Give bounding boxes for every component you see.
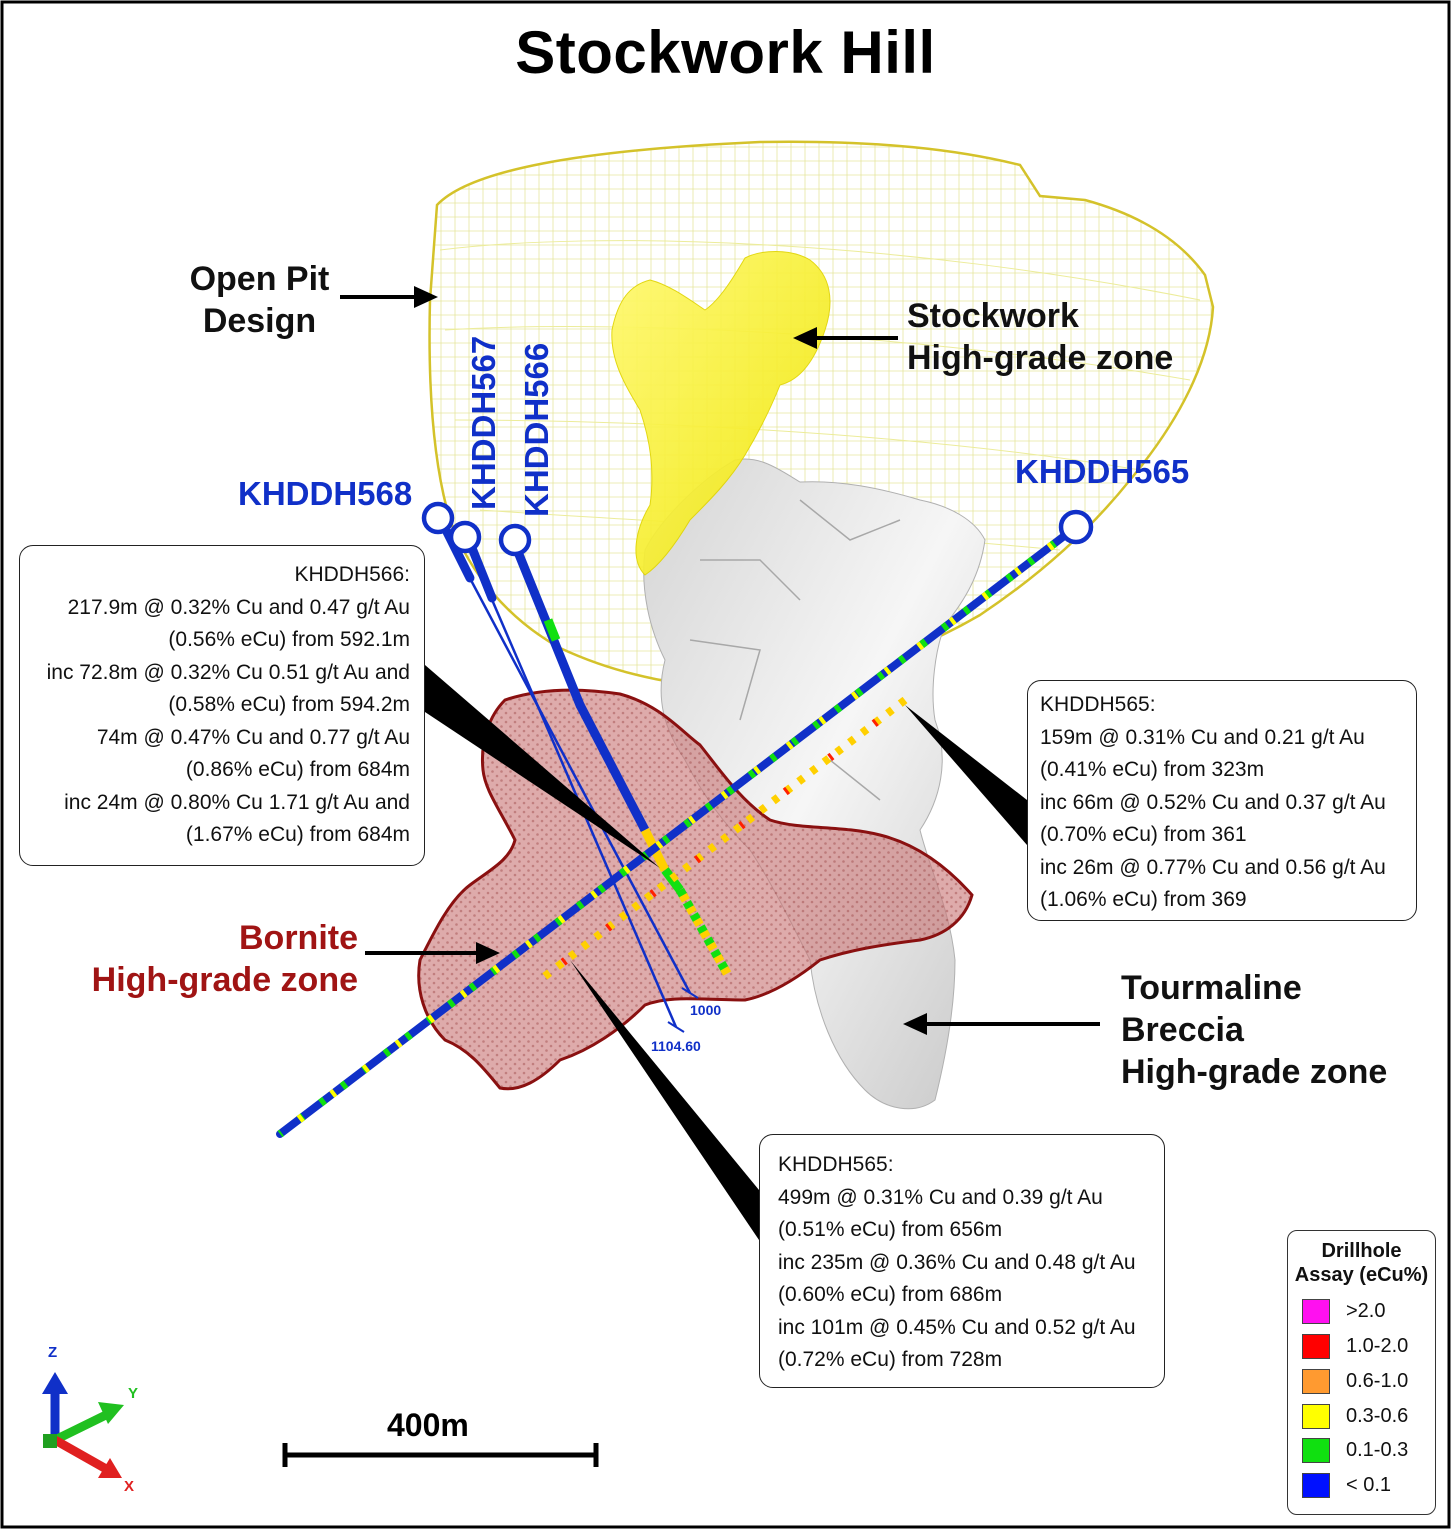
legend-item-label: 0.3-0.6: [1346, 1405, 1409, 1427]
figure-title: Stockwork Hill: [515, 19, 936, 86]
callout-565b-line: (0.72% eCu) from 728m: [778, 1348, 1003, 1371]
callout-565a-pointer: [905, 705, 1027, 845]
callout-565b-line: inc 101m @ 0.45% Cu and 0.52 g/t Au: [778, 1315, 1136, 1339]
open-pit-label-line2: Design: [202, 302, 317, 340]
legend-swatch: [1302, 1299, 1330, 1324]
legend-item: 0.3-0.6: [1302, 1403, 1408, 1430]
khddh566-label: KHDDH566: [518, 342, 555, 517]
bornite-label-line1: Bornite: [239, 919, 358, 957]
callout-566-line: inc 72.8m @ 0.32% Cu 0.51 g/t Au and: [46, 660, 410, 684]
callout-566-pointer: [425, 665, 660, 868]
legend-swatch: [1302, 1404, 1330, 1429]
khddh567-collar: [448, 520, 482, 554]
assay-legend: Drillhole Assay (eCu%) >2.0 1.0-2.0 0.6-…: [1287, 1230, 1436, 1515]
axis-z-label: Z: [48, 1344, 58, 1361]
callout-566-line: (0.86% eCu) from 684m: [185, 758, 410, 781]
tourmaline-label-line2: Breccia: [1121, 1011, 1244, 1049]
callout-565b-line: (0.60% eCu) from 686m: [778, 1283, 1003, 1306]
axis-y-label: Y: [128, 1385, 139, 1402]
callout-566-line: (0.58% eCu) from 594.2m: [168, 693, 410, 716]
tourmaline-breccia-body: [643, 458, 986, 1110]
arrows: [340, 286, 1100, 1035]
scale-bar-label: 400m: [387, 1407, 469, 1443]
khddh566-trace-grade2: [661, 867, 684, 893]
callout-khddh565-upper: KHDDH565: 159m @ 0.31% Cu and 0.21 g/t A…: [1027, 680, 1417, 921]
depth-tick-2: [667, 1021, 685, 1033]
khddh566-green-band: [543, 618, 561, 642]
khddh566-trace-lower2: [676, 887, 732, 978]
legend-swatch: [1302, 1369, 1330, 1394]
callout-565b-line: 499m @ 0.31% Cu and 0.39 g/t Au: [778, 1185, 1103, 1209]
stockwork-body: [611, 251, 831, 576]
depth-marker-1000: 1000: [690, 1002, 722, 1018]
legend-item-label: 1.0-2.0: [1346, 1335, 1409, 1357]
khddh568-trace: [436, 517, 692, 994]
legend-item: 1.0-2.0: [1302, 1333, 1408, 1360]
scale-bar: [282, 1443, 599, 1467]
khddh567-trace: [463, 536, 678, 1028]
legend-item-label: < 0.1: [1346, 1474, 1392, 1496]
bornite-label-line2: High-grade zone: [91, 961, 358, 999]
khddh565-label: KHDDH565: [1015, 453, 1190, 490]
stockwork-label-line2: High-grade zone: [907, 339, 1174, 377]
callout-566-line: 217.9m @ 0.32% Cu and 0.47 g/t Au: [67, 595, 410, 619]
callout-566-line: (1.67% eCu) from 684m: [185, 823, 410, 846]
callout-566-line: (0.56% eCu) from 592.1m: [168, 628, 410, 651]
khddh565-green: [277, 523, 1079, 1138]
breccia-shading: [689, 499, 901, 801]
legend-swatch: [1302, 1438, 1330, 1463]
legend-title-line1: Drillhole: [1321, 1240, 1402, 1262]
open-pit-label-line1: Open Pit: [189, 260, 330, 298]
legend-item: 0.1-0.3: [1302, 1437, 1408, 1464]
legend-swatch: [1302, 1334, 1330, 1359]
callout-565a-heading: KHDDH565:: [1040, 693, 1156, 716]
open-pit-label: Open Pit Design: [182, 258, 337, 342]
khddh565-collar: [1058, 509, 1094, 545]
legend-item: < 0.1: [1302, 1472, 1391, 1499]
khddh567-thick: [467, 543, 497, 603]
tourmaline-label: Tourmaline Breccia High-grade zone: [1121, 967, 1387, 1093]
callout-566-line: inc 24m @ 0.80% Cu 1.71 g/t Au and: [64, 790, 410, 814]
tourmaline-label-line1: Tourmaline: [1121, 969, 1302, 1007]
callout-565b-pointer: [570, 960, 759, 1240]
depth-marker-1104: 1104.60: [651, 1038, 701, 1054]
callout-566-heading: KHDDH566:: [294, 563, 410, 586]
stockwork-label: Stockwork High-grade zone: [907, 295, 1173, 379]
axis-x-label: X: [124, 1478, 135, 1495]
legend-item-label: 0.6-1.0: [1346, 1370, 1409, 1392]
khddh566-trace-mid: [576, 702, 649, 833]
callout-565b-line: inc 235m @ 0.36% Cu and 0.48 g/t Au: [778, 1250, 1136, 1274]
bornite-label: Bornite High-grade zone: [80, 917, 358, 1001]
khddh568-collar: [421, 501, 455, 535]
callout-565a-line: (0.70% eCu) from 361: [1040, 823, 1247, 846]
callout-565b-heading: KHDDH565:: [778, 1153, 894, 1176]
legend-item: 0.6-1.0: [1302, 1368, 1408, 1395]
callout-565a-line: inc 26m @ 0.77% Cu and 0.56 g/t Au: [1040, 855, 1386, 879]
legend-item-label: 0.1-0.3: [1346, 1439, 1409, 1461]
callout-565b-line: (0.51% eCu) from 656m: [778, 1218, 1003, 1241]
khddh566-collar: [498, 523, 532, 557]
callout-565a-line: 159m @ 0.31% Cu and 0.21 g/t Au: [1040, 725, 1365, 749]
callout-khddh565-lower: KHDDH565: 499m @ 0.31% Cu and 0.39 g/t A…: [759, 1134, 1165, 1388]
callout-565a-line: inc 66m @ 0.52% Cu and 0.37 g/t Au: [1040, 790, 1386, 814]
callout-566-line: 74m @ 0.47% Cu and 0.77 g/t Au: [96, 725, 410, 749]
khddh567-label: KHDDH567: [465, 335, 502, 510]
legend-item-label: >2.0: [1346, 1300, 1386, 1322]
callout-khddh566: KHDDH566: 217.9m @ 0.32% Cu and 0.47 g/t…: [19, 545, 425, 866]
tourmaline-label-line3: High-grade zone: [1121, 1053, 1388, 1091]
legend-swatch: [1302, 1473, 1330, 1498]
callout-565a-line: (1.06% eCu) from 369: [1040, 888, 1247, 911]
axis-triad: [42, 1372, 124, 1478]
depth-tick-1: [681, 987, 699, 999]
legend-title-line2: Assay (eCu%): [1294, 1264, 1429, 1286]
khddh568-label: KHDDH568: [238, 475, 413, 512]
stockwork-label-line1: Stockwork: [907, 297, 1079, 335]
legend-item: >2.0: [1302, 1298, 1385, 1325]
legend-title: Drillhole Assay (eCu%): [1288, 1239, 1435, 1287]
callout-565a-line: (0.41% eCu) from 323m: [1040, 758, 1265, 781]
